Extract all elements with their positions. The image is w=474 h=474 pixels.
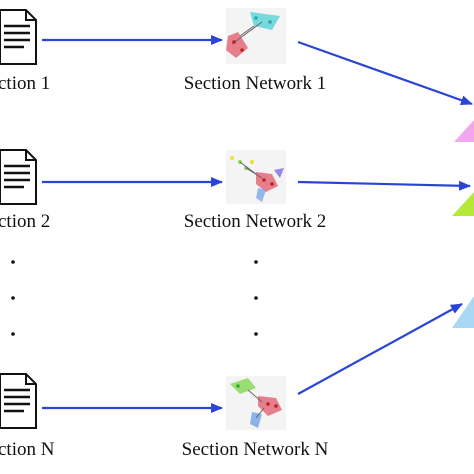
section-1-label: ction 1 [0, 73, 51, 94]
triangle-output-icon [452, 192, 474, 216]
document-icon [0, 373, 37, 429]
triangle-output-icon [452, 296, 474, 328]
ellipsis-dots-middle [254, 260, 258, 336]
network-graph-icon [226, 150, 286, 204]
arrow-network-to-output [297, 40, 473, 106]
document-icon [0, 149, 37, 205]
triangle-output-icon [454, 120, 474, 142]
document-icon [0, 9, 37, 65]
section-network-2-label: Section Network 2 [183, 211, 327, 232]
network-graph-icon [226, 376, 286, 430]
ellipsis-dots-left [11, 260, 15, 336]
arrow-network-to-output [297, 303, 463, 395]
network-graph-icon [226, 8, 286, 64]
section-n-label: ction N [0, 439, 55, 460]
section-network-1-label: Section Network 1 [183, 73, 327, 94]
arrow-network-to-output [297, 180, 471, 191]
section-network-n-label: Section Network N [181, 439, 329, 460]
section-2-label: ction 2 [0, 211, 51, 232]
